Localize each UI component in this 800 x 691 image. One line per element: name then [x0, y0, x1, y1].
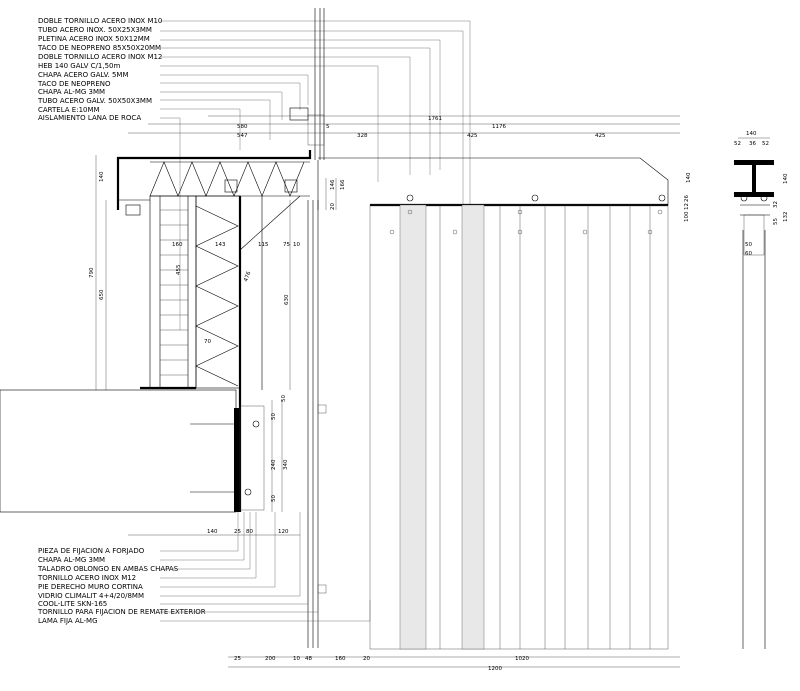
bottom-label-4: PIE DERECHO MURO CORTINA	[38, 583, 143, 591]
top-leader-lines	[160, 20, 471, 330]
dim-26: 26	[684, 195, 690, 202]
dim-50-heb: 50	[745, 242, 752, 248]
top-label-7: TACO DE NEOPRENO	[37, 80, 111, 88]
dim-140-left: 140	[99, 171, 105, 182]
dim-166: 166	[340, 179, 346, 190]
dim-50-a: 50	[281, 395, 287, 402]
dim-bottom-200: 200	[265, 656, 276, 662]
dim-1176: 1176	[492, 124, 506, 130]
dim-bottom-80: 80	[246, 529, 253, 535]
dim-580: 580	[237, 124, 248, 130]
dim-650: 650	[99, 289, 105, 300]
bottom-label-3: TORNILLO ACERO INOX M12	[37, 574, 136, 582]
dim-32: 32	[773, 201, 779, 208]
dim-146: 146	[330, 179, 336, 190]
top-label-0: DOBLE TORNILLO ACERO INOX M10	[38, 17, 162, 25]
dim-547: 547	[237, 133, 248, 139]
dim-12: 12	[684, 203, 690, 210]
mid-vertical-dims	[271, 178, 337, 512]
dim-328: 328	[357, 133, 368, 139]
dim-132: 132	[783, 212, 789, 223]
dim-140-heb-v: 140	[783, 173, 789, 184]
dim-bottom-140: 140	[207, 529, 218, 535]
anchor-fixing	[190, 405, 265, 512]
dim-50-c: 50	[271, 495, 277, 502]
dim-140-heb: 140	[746, 131, 757, 137]
dim-bottom-20: 20	[363, 656, 370, 662]
dim-10: 10	[293, 242, 300, 248]
dim-60-heb: 60	[745, 251, 752, 257]
dim-50-b: 50	[271, 413, 277, 420]
dim-160: 160	[172, 242, 183, 248]
dim-476: 476	[243, 270, 252, 282]
bottom-label-6: COOL-LITE SKN-165	[38, 600, 107, 608]
top-label-3: TACO DE NEOPRENO 85X50X20MM	[37, 44, 161, 52]
top-label-5: HEB 140 GALV C/1,50m	[38, 62, 120, 70]
dim-455: 455	[176, 264, 182, 275]
dim-240: 240	[271, 459, 277, 470]
top-dimension-lines	[128, 115, 680, 134]
bottom-label-2: TALADRO OBLONGO EN AMBAS CHAPAS	[37, 565, 179, 573]
bottom-label-0: PIEZA DE FIJACION A FORJADO	[38, 547, 145, 555]
mullion-top	[289, 8, 325, 160]
concrete-slab	[0, 389, 237, 513]
curtain-wall-mullion	[307, 200, 327, 648]
dim-1761: 1761	[428, 116, 442, 122]
dim-425-a: 425	[467, 133, 478, 139]
top-label-4: DOBLE TORNILLO ACERO INOX M12	[38, 53, 162, 61]
dim-340: 340	[283, 459, 289, 470]
top-label-9: TUBO ACERO GALV. 50X50X3MM	[37, 97, 152, 105]
top-label-10: CARTELA E:10MM	[38, 106, 100, 114]
dim-630: 630	[284, 294, 290, 305]
louvre-elevation	[369, 194, 669, 650]
dim-100: 100	[684, 211, 690, 222]
dim-bottom-48: 48	[305, 656, 312, 662]
dim-143: 143	[215, 242, 226, 248]
bottom-dimension-lines	[128, 534, 680, 668]
dim-36: 36	[749, 141, 756, 147]
left-vertical-dims	[95, 155, 291, 390]
dim-115: 115	[258, 242, 269, 248]
dim-bottom-25: 25	[234, 529, 241, 535]
dim-425-b: 425	[595, 133, 606, 139]
dim-20: 20	[330, 203, 336, 210]
top-label-1: TUBO ACERO INOX. 50X25X3MM	[37, 26, 152, 34]
dim-75: 75	[283, 242, 290, 248]
dim-bottom-10: 10	[293, 656, 300, 662]
dim-790: 790	[89, 267, 95, 278]
bottom-label-1: CHAPA AL-MG 3MM	[38, 556, 105, 564]
dim-70: 70	[204, 339, 211, 345]
dim-bottom-25b: 25	[234, 656, 241, 662]
dim-52-b: 52	[762, 141, 769, 147]
dim-140-mid: 140	[686, 172, 692, 183]
dim-5: 5	[326, 124, 330, 130]
top-label-11: AISLAMIENTO LANA DE ROCA	[38, 114, 141, 122]
top-label-8: CHAPA AL-MG 3MM	[38, 88, 105, 96]
dim-bottom-1020: 1020	[515, 656, 529, 662]
bottom-label-7: TORNILLO PARA FIJACION DE REMATE EXTERIO…	[37, 608, 206, 616]
dim-bottom-160: 160	[335, 656, 346, 662]
top-label-6: CHAPA ACERO GALV. 5MM	[38, 71, 129, 79]
dim-bottom-120: 120	[278, 529, 289, 535]
heb-section	[734, 137, 774, 649]
top-label-2: PLETINA ACERO INOX 50X12MM	[38, 35, 150, 43]
dim-bottom-1200: 1200	[488, 666, 502, 672]
bottom-label-5: VIDRIO CLIMALIT 4+4/20/8MM	[38, 592, 144, 600]
dim-55: 55	[773, 218, 779, 225]
bottom-leader-lines	[160, 512, 371, 622]
dim-52-a: 52	[734, 141, 741, 147]
bottom-label-8: LAMA FIJA AL-MG	[38, 617, 98, 625]
